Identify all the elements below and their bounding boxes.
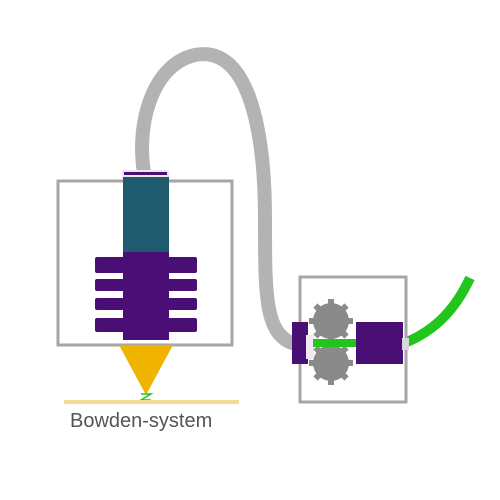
extruder-motor — [356, 322, 403, 364]
motor-inlet — [402, 338, 409, 350]
upper-drive-gear — [309, 299, 353, 343]
print-bed — [64, 400, 239, 404]
bowden-tube — [135, 47, 302, 352]
tube-end-block — [292, 322, 308, 364]
diagram-caption: Bowden-system — [70, 410, 213, 432]
tube-end-cap — [306, 335, 314, 359]
heatsink — [95, 252, 197, 340]
heatbreak — [123, 177, 169, 255]
filament-in-extruder — [313, 339, 357, 347]
lower-drive-gear — [309, 341, 353, 385]
tube-coupler-top — [124, 172, 167, 175]
nozzle — [119, 345, 173, 395]
filament-feed — [404, 275, 475, 347]
